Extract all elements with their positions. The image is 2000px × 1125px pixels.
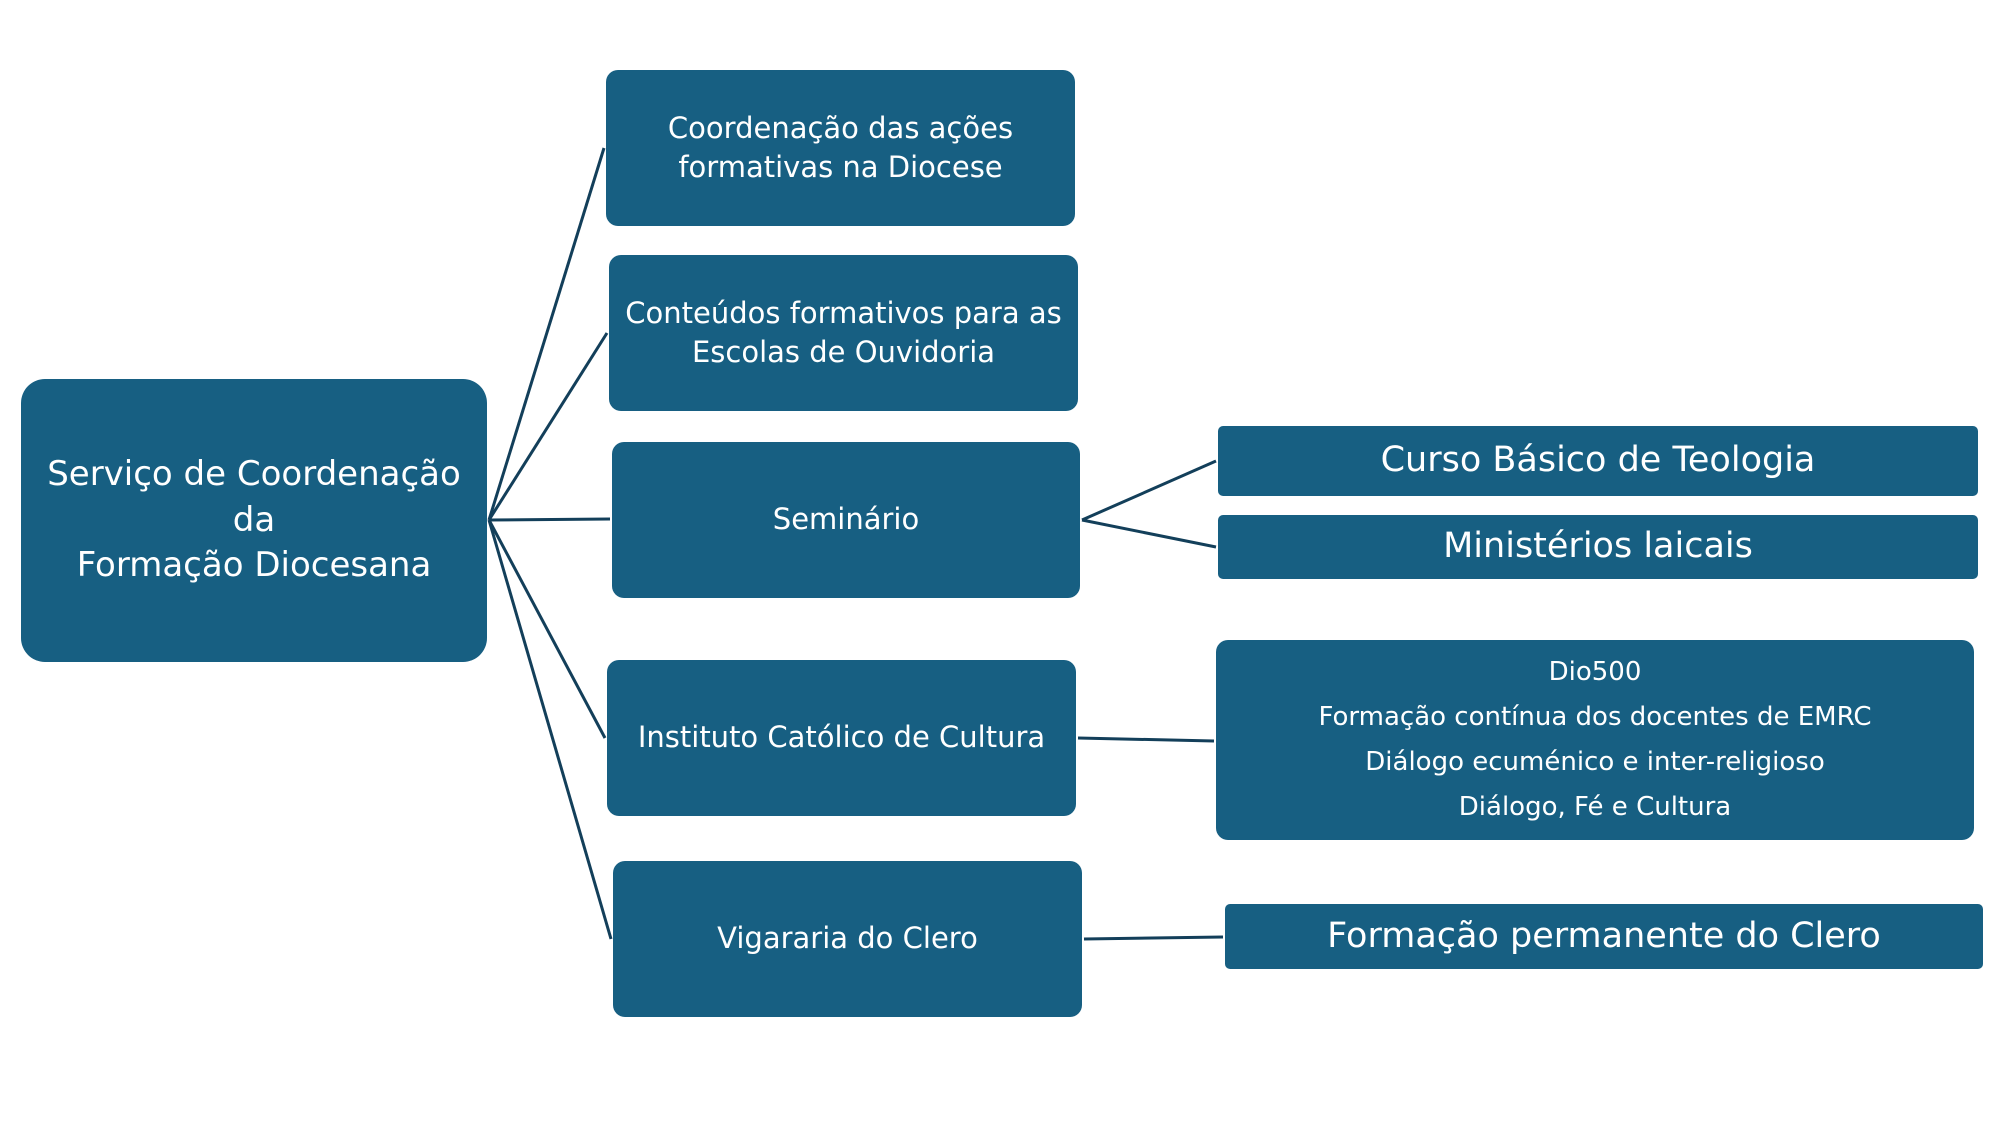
leaf-node-line-dio500: Dio500 [1548, 657, 1642, 687]
root-node-servico-coordenacao: Serviço de Coordenação da Formação Dioce… [21, 379, 487, 662]
leaf-node-ministerios-laicais: Ministérios laicais [1218, 515, 1978, 579]
branch-node-line: Conteúdos formativos para as [625, 295, 1062, 330]
branch-node-line: Coordenação das ações [667, 110, 1014, 145]
leaf-node-line-dialogo-ecumenico: Diálogo ecuménico e inter-religioso [1365, 747, 1825, 777]
branch-node-line: Escolas de Ouvidoria [691, 335, 996, 369]
leaf-node-curso-basico-teologia: Curso Básico de Teologia [1218, 426, 1978, 496]
branch-node-line: formativas na Diocese [678, 150, 1003, 184]
connector-vigararia-to-formacao [1083, 935, 1224, 941]
connector-root-to-branch-2 [487, 332, 609, 521]
connector-root-to-branch-4 [487, 519, 607, 739]
branch-node-line: Vigararia do Clero [717, 921, 978, 956]
leaf-node-line-dialogo-fe-cultura: Diálogo, Fé e Cultura [1458, 792, 1732, 822]
connector-instituto-to-details [1077, 736, 1215, 743]
leaf-node-line: Ministérios laicais [1443, 526, 1753, 567]
root-node-line-1: Serviço de Coordenação da [47, 453, 461, 540]
leaf-node-instituto-details: Dio500 Formação contínua dos docentes de… [1216, 640, 1974, 840]
connector-root-to-branch-5 [487, 519, 613, 940]
leaf-node-line: Formação permanente do Clero [1327, 915, 1881, 956]
connector-seminario-to-ministerios [1081, 518, 1217, 549]
branch-node-line: Instituto Católico de Cultura [637, 720, 1046, 755]
branch-node-conteudos-formativos: Conteúdos formativos para as Escolas de … [609, 255, 1078, 411]
branch-node-coordenacao-acoes: Coordenação das ações formativas na Dioc… [606, 70, 1075, 226]
connector-root-to-branch-3 [488, 517, 611, 522]
branch-node-line: Seminário [772, 502, 920, 537]
leaf-node-line-formacao-docentes: Formação contínua dos docentes de EMRC [1318, 702, 1872, 732]
branch-node-vigararia-clero: Vigararia do Clero [613, 861, 1082, 1017]
root-node-line-2: Formação Diocesana [76, 545, 432, 586]
leaf-node-line: Curso Básico de Teologia [1380, 440, 1816, 481]
connector-root-to-branch-1 [487, 147, 606, 521]
connector-seminario-to-curso [1081, 459, 1217, 522]
branch-node-seminario: Seminário [612, 442, 1080, 598]
branch-node-instituto-catolico: Instituto Católico de Cultura [607, 660, 1076, 816]
leaf-node-formacao-permanente-clero: Formação permanente do Clero [1225, 904, 1983, 969]
